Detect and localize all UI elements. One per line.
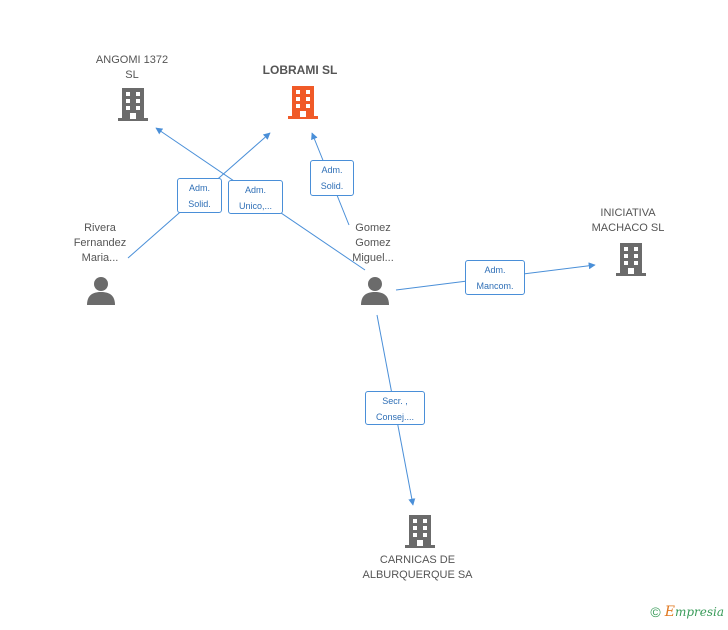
copyright-icon: © xyxy=(650,604,661,620)
empresia-watermark: © Empresia xyxy=(650,604,724,620)
node-label-iniciativa[interactable]: INICIATIVA MACHACO SL xyxy=(591,207,665,234)
building-icon-angomi[interactable] xyxy=(118,88,148,121)
node-label-lobrami[interactable]: LOBRAMI SL xyxy=(262,63,338,77)
edge-label-gomez-carnicas[interactable]: Secr. , Consej.... xyxy=(365,391,425,425)
edge-label-rivera-lobrami[interactable]: Adm. Solid. xyxy=(177,178,222,213)
edge-label-gomez-iniciativa[interactable]: Adm. Mancom. xyxy=(465,260,525,295)
node-label-rivera[interactable]: Rivera Fernandez Maria... xyxy=(73,222,127,264)
node-label-carnicas[interactable]: CARNICAS DE ALBURQUERQUE SA xyxy=(362,554,473,581)
brand-logo: Empresia xyxy=(664,604,724,620)
person-icon-gomez[interactable] xyxy=(361,277,389,305)
edge-label-gomez-lobrami[interactable]: Adm. Solid. xyxy=(310,160,354,196)
node-label-angomi[interactable]: ANGOMI 1372 SL xyxy=(95,54,169,81)
building-icon-lobrami[interactable] xyxy=(288,86,318,119)
building-icon-carnicas[interactable] xyxy=(405,515,435,548)
edge-label-gomez-angomi[interactable]: Adm. Unico,... xyxy=(228,180,283,214)
person-icon-rivera[interactable] xyxy=(87,277,115,305)
node-label-gomez[interactable]: Gomez Gomez Miguel... xyxy=(352,222,394,264)
building-icon-iniciativa[interactable] xyxy=(616,243,646,276)
